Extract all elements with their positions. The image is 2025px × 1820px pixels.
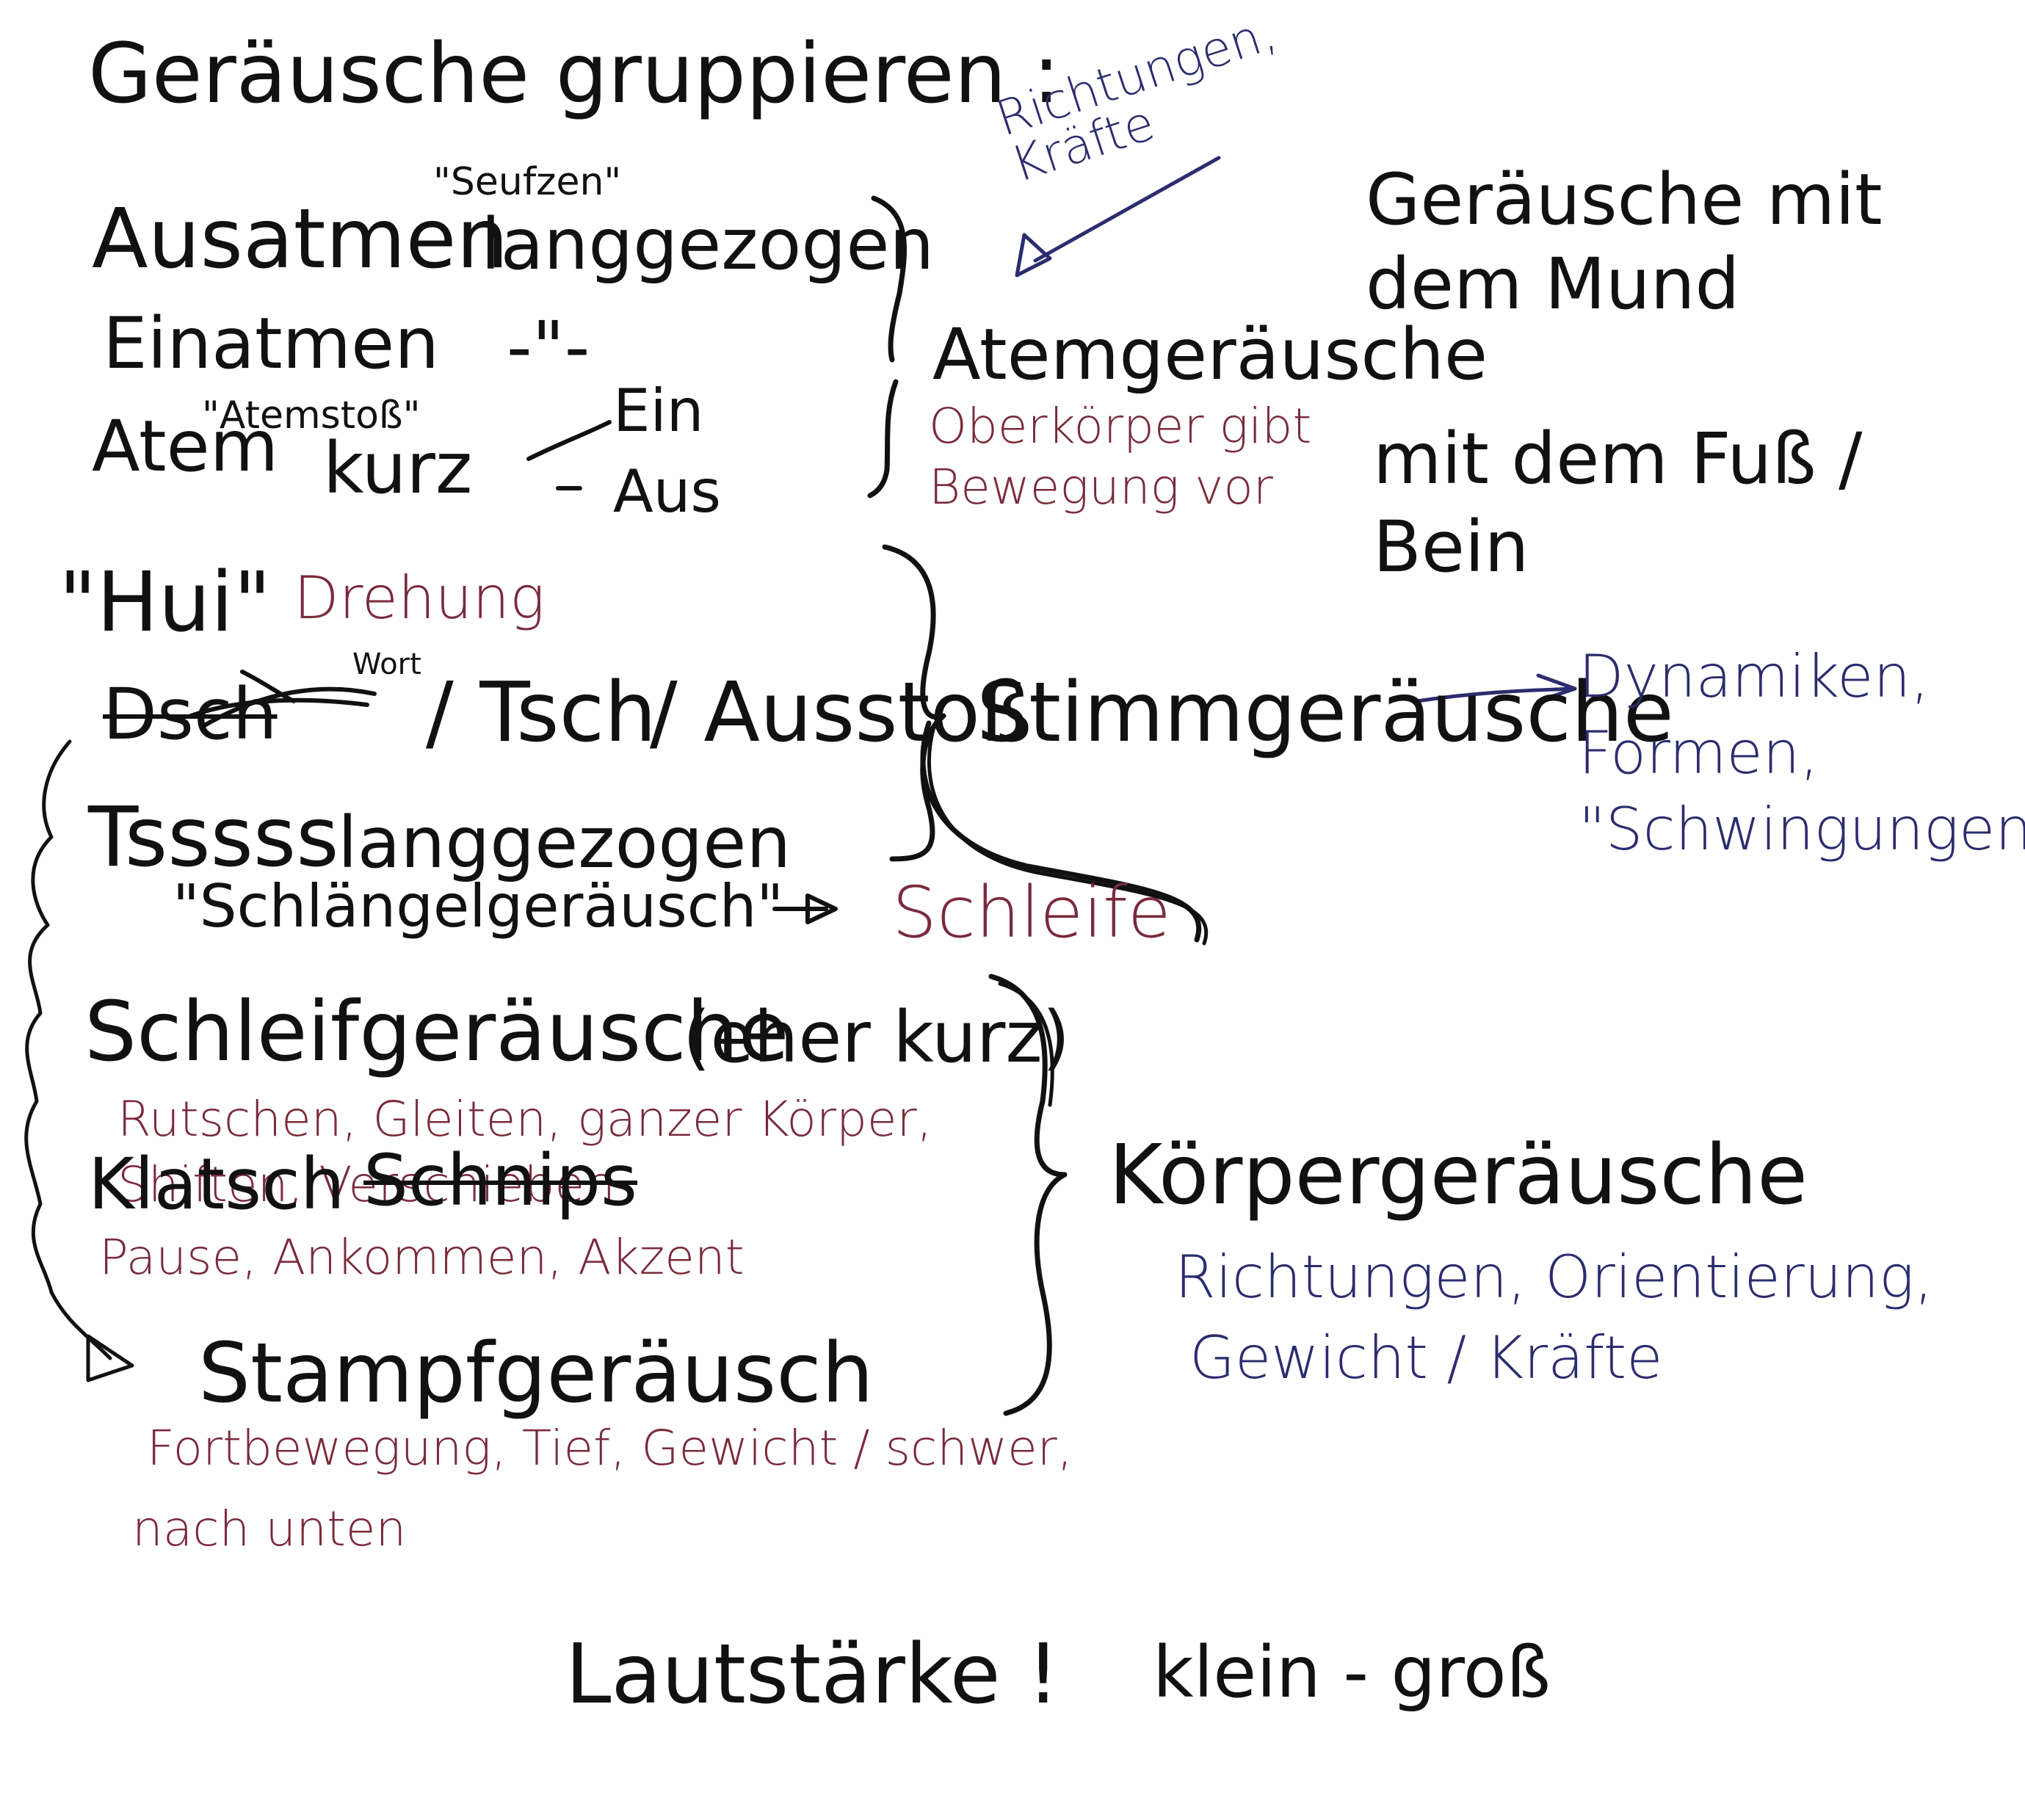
wavy-link bbox=[24, 739, 112, 1360]
arrow-voice-dynamiken bbox=[1415, 686, 1573, 703]
schnips-crossed: Schnips bbox=[363, 1139, 638, 1222]
ditto-mark: -"- bbox=[507, 306, 590, 388]
voice-note-blue: Dynamiken, Formen, "Schwingungen" bbox=[1579, 642, 2025, 863]
bracket-breath-lower bbox=[867, 379, 899, 498]
schleifgeraeusche-label: Schleifgeräusche bbox=[84, 985, 789, 1080]
bracket-body bbox=[988, 974, 1068, 1416]
side-note-mouth: Geräusche mit dem Mund bbox=[1366, 159, 1883, 326]
breath-note-red: Oberkörper gibt Bewegung vor bbox=[929, 398, 1312, 515]
ein-label: Ein bbox=[613, 377, 704, 445]
lautstaerke-label: Lautstärke ! bbox=[565, 1627, 1060, 1722]
side-note-foot: mit dem Fuß / Bein bbox=[1373, 418, 1863, 588]
bracket-breath-upper bbox=[871, 195, 907, 363]
hui-label: "Hui" bbox=[59, 555, 272, 650]
klatsch-note: Pause, Ankommen, Akzent bbox=[99, 1229, 745, 1286]
ausatmen-label: Ausatmen bbox=[92, 192, 509, 287]
stampf-note-1: Fortbewegung, Tief, Gewicht / schwer, bbox=[147, 1420, 1073, 1476]
body-note-blue-1: Richtungen, Orientierung, bbox=[1175, 1243, 1933, 1311]
bracket-voice bbox=[882, 544, 946, 862]
stimmgeraeusche-group: Stimmgeräusche bbox=[977, 665, 1674, 761]
seufzen-label: "Seufzen" bbox=[433, 160, 622, 204]
aus-label: Aus bbox=[613, 457, 722, 526]
tsch-label: / Tsch bbox=[426, 665, 657, 761]
tsss-langgezogen-label: langgezogen bbox=[338, 802, 791, 884]
koerpergeraeusche-group: Körpergeräusche bbox=[1109, 1128, 1808, 1223]
wort-note: Wort bbox=[352, 648, 421, 681]
schleif-note: Rutschen, Gleiten, ganzer Körper, Shifte… bbox=[117, 1091, 932, 1214]
crossed-out-word: Dsch bbox=[103, 673, 278, 755]
atem-label: Atem bbox=[92, 405, 279, 487]
body-note-blue-2: Gewicht / Kräfte bbox=[1189, 1324, 1663, 1392]
arrow-blue-kraefte bbox=[1033, 156, 1221, 263]
einatmen-label: Einatmen bbox=[103, 302, 440, 385]
branch-ein bbox=[526, 420, 612, 461]
scribble-crossout bbox=[189, 670, 377, 729]
kurz-label: kurz bbox=[323, 427, 473, 510]
atemstoss-label: "Atemstoß" bbox=[202, 394, 421, 438]
drehung-note: Drehung bbox=[294, 564, 546, 632]
klatsch-label: Klatsch bbox=[88, 1143, 345, 1225]
atemgeraeusche-group: Atemgeräusche bbox=[932, 313, 1488, 396]
schlaengel-label: "Schlängelgeräusch" bbox=[173, 872, 784, 940]
stampfgeraeusch-label: Stampfgeräusch bbox=[198, 1326, 874, 1421]
ausstoss-label: / Ausstoß bbox=[650, 665, 1032, 761]
tsss-label: Tsssss bbox=[88, 790, 339, 885]
title: Geräusche gruppieren : bbox=[88, 26, 1060, 122]
eher-kurz-label: (eher kurz) bbox=[683, 996, 1071, 1078]
schleife-note: Schleife bbox=[892, 871, 1171, 954]
klein-gross-label: klein - groß bbox=[1153, 1631, 1551, 1714]
stampf-note-2: nach unten bbox=[132, 1501, 407, 1557]
langgezogen-label: langgezogen bbox=[481, 203, 935, 286]
